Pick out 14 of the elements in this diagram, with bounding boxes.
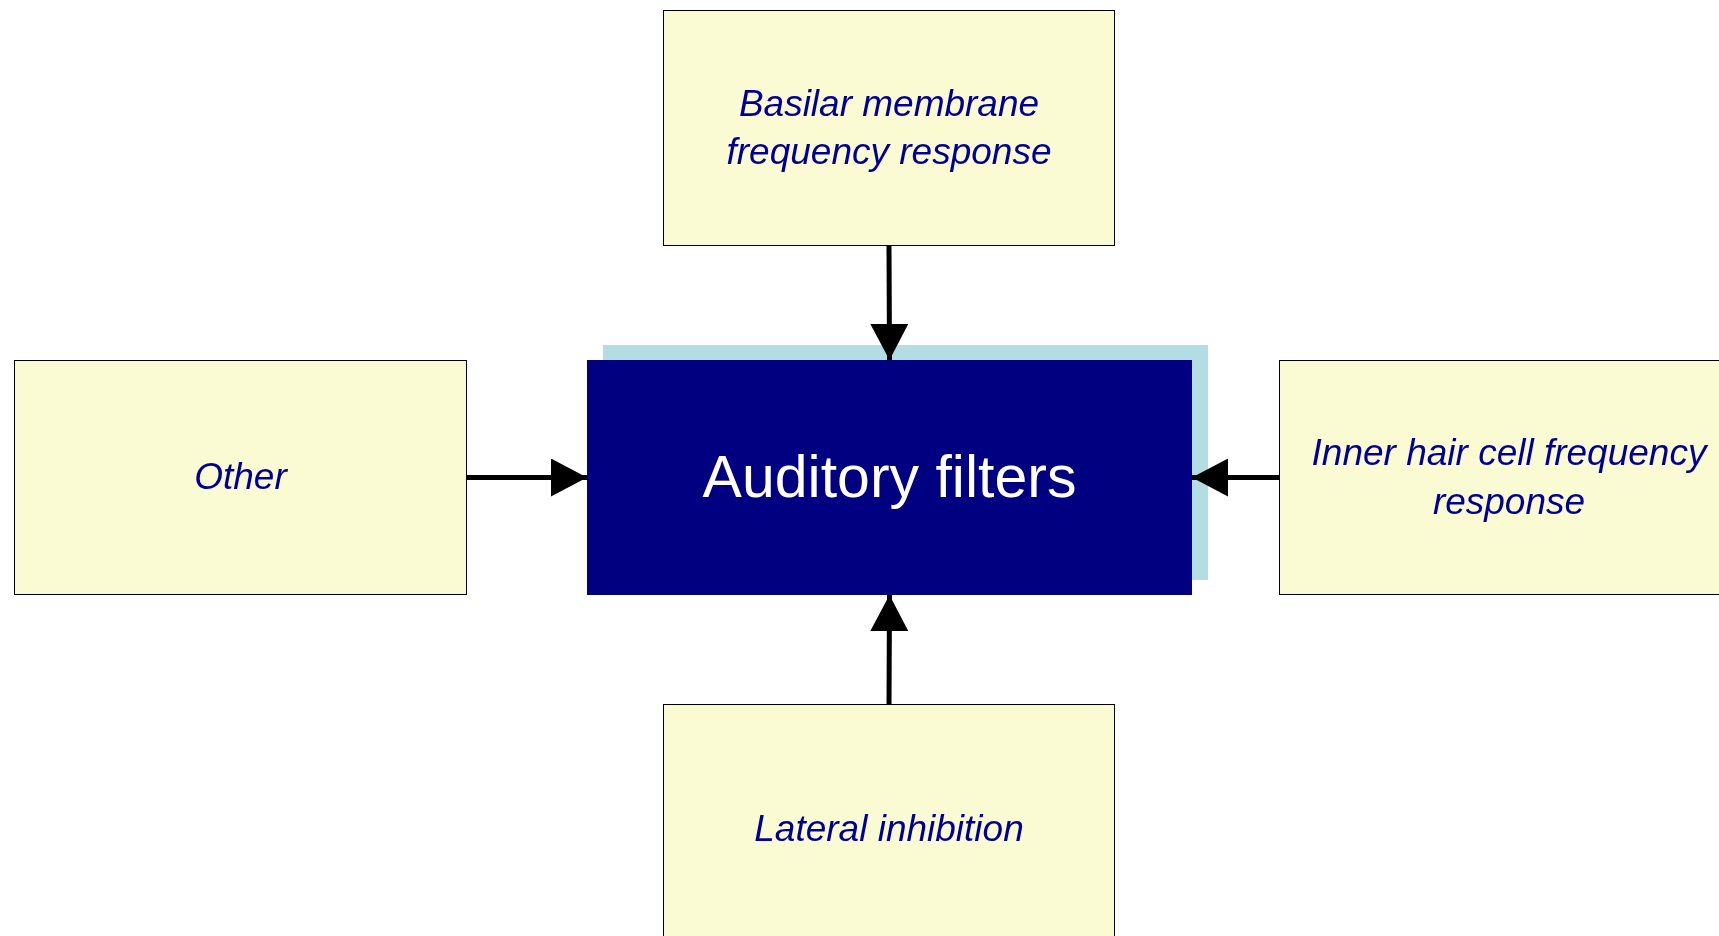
- factor-box: [14, 360, 467, 595]
- arrow: [870, 246, 909, 360]
- arrow: [467, 458, 587, 497]
- box-label: Basilar membrane frequency response: [725, 81, 1053, 174]
- box-label: Other: [193, 455, 289, 500]
- factor-box: [1279, 360, 1719, 595]
- box-label: Auditory filters: [701, 443, 1078, 513]
- factor-box: [663, 704, 1115, 936]
- box-label: Inner hair cell frequency response: [1310, 431, 1709, 524]
- arrow: [1192, 458, 1279, 497]
- process-box: [587, 360, 1192, 595]
- factor-box: [663, 10, 1115, 246]
- box-label: Lateral inhibition: [753, 806, 1025, 851]
- arrow: [870, 595, 909, 704]
